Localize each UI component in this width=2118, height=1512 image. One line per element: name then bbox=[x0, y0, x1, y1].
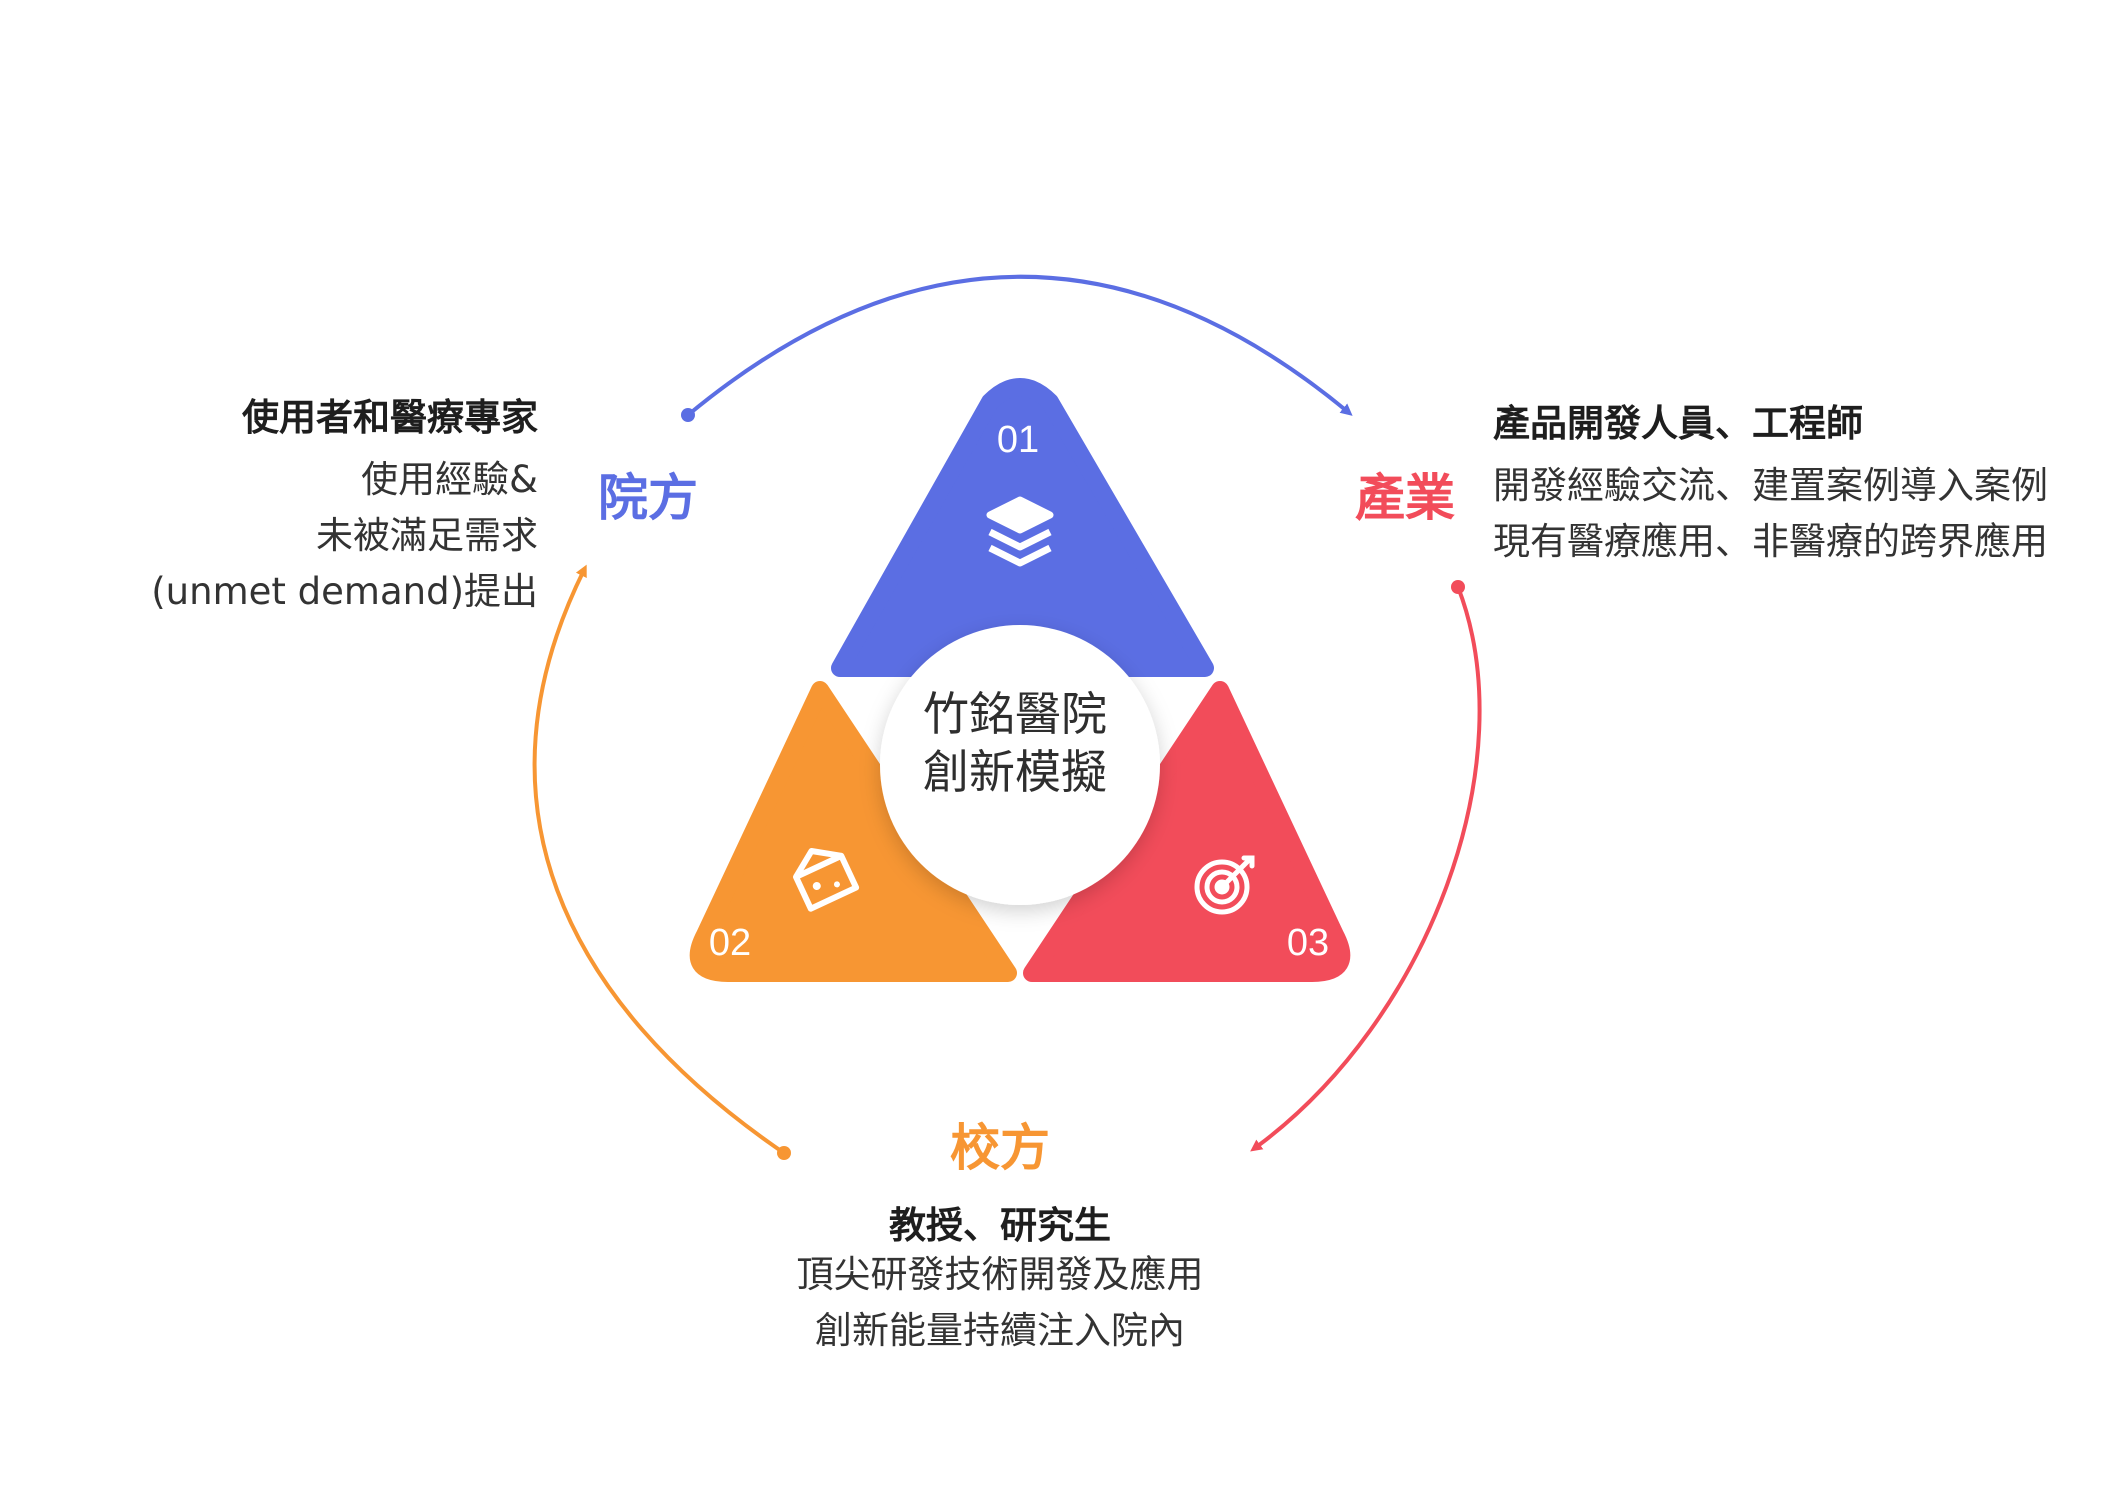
segment-03: 03 bbox=[1023, 681, 1351, 982]
industry-title: 產品開發人員、工程師 bbox=[1493, 402, 1863, 445]
hospital-label: 院方 bbox=[598, 469, 698, 527]
industry-label: 產業 bbox=[1355, 469, 1455, 527]
center-label-line-1: 竹銘醫院 bbox=[923, 687, 1107, 741]
academia-line-2: 創新能量持續注入院內 bbox=[815, 1309, 1185, 1352]
hospital-line-1: 使用經驗& bbox=[361, 458, 538, 501]
industry-description: 開發經驗交流、建置案例導入案例 現有醫療應用、非醫療的跨界應用 bbox=[1493, 458, 2048, 570]
segment-01-number: 01 bbox=[997, 419, 1039, 461]
cheese-icon bbox=[793, 847, 860, 912]
segment-02: 02 bbox=[689, 681, 1017, 982]
segment-02-shape bbox=[689, 681, 1017, 982]
target-icon bbox=[1194, 855, 1255, 915]
segment-03-number: 03 bbox=[1287, 922, 1329, 964]
industry-line-1: 開發經驗交流、建置案例導入案例 bbox=[1493, 464, 2048, 507]
books-icon bbox=[986, 496, 1054, 567]
hospital-line-3: (unmet demand)提出 bbox=[151, 570, 538, 613]
industry-line-2: 現有醫療應用、非醫療的跨界應用 bbox=[1493, 520, 2048, 563]
center-label-line-2: 創新模擬 bbox=[923, 745, 1107, 799]
academia-line-1: 頂尖研發技術開發及應用 bbox=[796, 1253, 1204, 1296]
hospital-line-2: 未被滿足需求 bbox=[316, 514, 538, 557]
segment-02-number: 02 bbox=[709, 922, 751, 964]
academia-description: 頂尖研發技術開發及應用 創新能量持續注入院內 bbox=[700, 1247, 1300, 1359]
center-circle bbox=[880, 625, 1160, 905]
arrow-blue bbox=[686, 274, 1353, 417]
arrow-orange bbox=[532, 564, 786, 1155]
hospital-description: 使用經驗& 未被滿足需求 (unmet demand)提出 bbox=[151, 452, 538, 620]
arrow-red bbox=[1250, 586, 1482, 1152]
center-label: 竹銘醫院 創新模擬 bbox=[915, 685, 1115, 801]
segment-03-shape bbox=[1023, 681, 1351, 982]
cycle-arrows bbox=[532, 274, 1482, 1160]
segment-01: 01 bbox=[831, 378, 1214, 677]
academia-title: 教授、研究生 bbox=[889, 1204, 1111, 1247]
hospital-title: 使用者和醫療專家 bbox=[242, 396, 538, 439]
academia-label: 校方 bbox=[950, 1119, 1050, 1177]
